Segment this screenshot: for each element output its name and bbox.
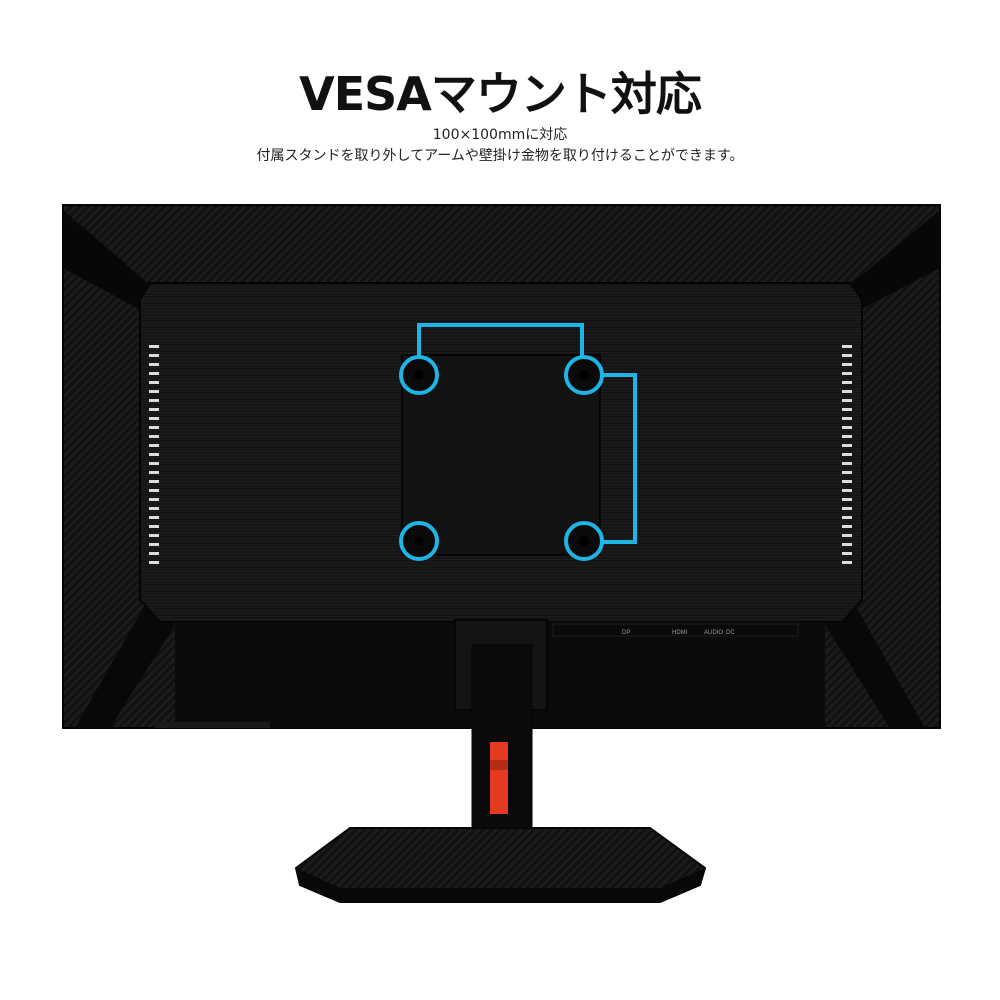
port-label-dc: DC: [726, 630, 735, 636]
page-title: VESAマウント対応: [299, 67, 702, 121]
stand-base-front: [296, 868, 705, 902]
bevel-bottom-right: [825, 605, 925, 728]
vesa-size-text: 100×100mmに対応: [432, 127, 568, 143]
vesa-mount-hole-icon: [399, 355, 439, 395]
stand-red-accent: [490, 742, 508, 814]
vent-right: [842, 345, 852, 570]
stand-red-shade: [490, 760, 508, 770]
vesa-plate: [401, 354, 601, 556]
vesa-mount-hole-icon: [399, 521, 439, 561]
bevel-bottom-left: [75, 605, 175, 728]
vent-left: [149, 345, 159, 570]
vesa-mount-hole-icon: [564, 521, 604, 561]
port-label-hdmi: HDMI: [672, 630, 688, 636]
bevel-top-right: [850, 210, 940, 315]
port-label-dp: DP: [622, 630, 630, 636]
port-strip: [552, 623, 799, 637]
description-text: 付属スタンドを取り外してアームや壁掛け金物を取り付けることができます。: [256, 148, 744, 164]
bevel-top-left: [63, 210, 150, 315]
vesa-highlight-line-top: [417, 323, 584, 357]
control-buttons: [155, 722, 270, 728]
port-label-audio: AUDIO: [704, 630, 723, 636]
vesa-mount-hole-icon: [564, 355, 604, 395]
vesa-highlight-line-right: [602, 373, 637, 544]
